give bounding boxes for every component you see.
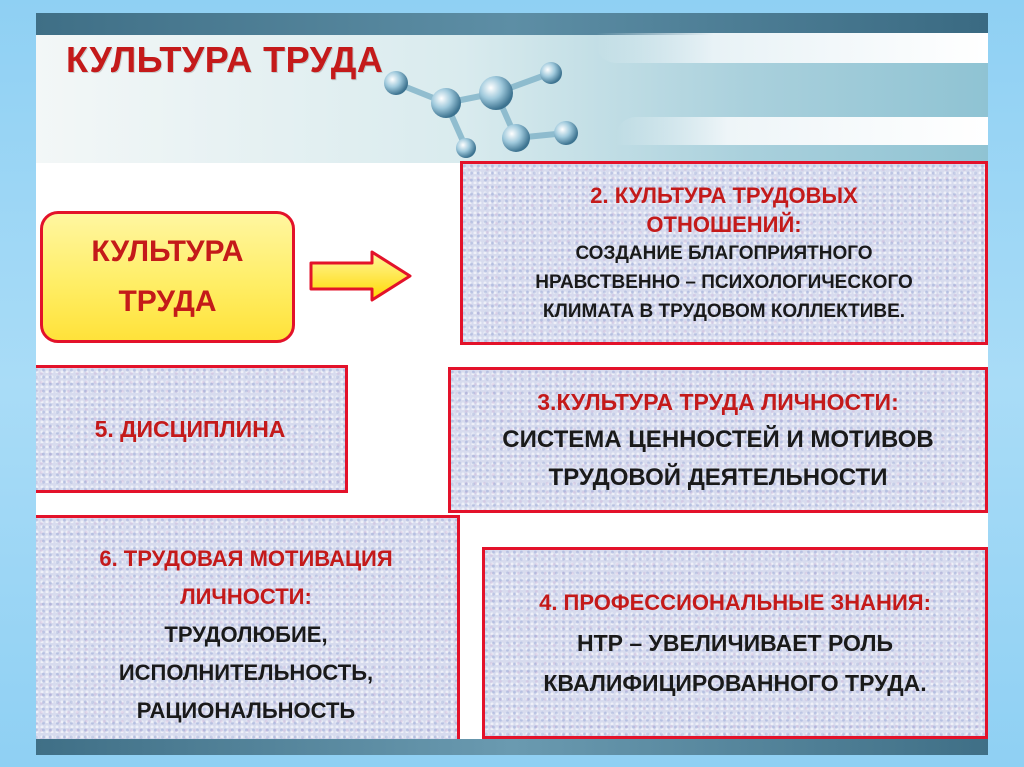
box-personal-labor-culture: 3.КУЛЬТУРА ТРУДА ЛИЧНОСТИ: СИСТЕМА ЦЕННО… — [448, 367, 988, 513]
box4-text-line2: КВАЛИФИЦИРОВАННОГО ТРУДА. — [543, 670, 927, 696]
arrow-right-icon — [309, 250, 412, 302]
box3-text-line2: ТРУДОВОЙ ДЕЯТЕЛЬНОСТИ — [548, 464, 888, 491]
banner-strip-top — [596, 33, 988, 63]
footer-bar — [36, 739, 988, 755]
box2-text-line3: КЛИМАТА В ТРУДОВОМ КОЛЛЕКТИВЕ. — [542, 300, 906, 322]
box2-text-line1: СОЗДАНИЕ БЛАГОПРИЯТНОГО — [575, 242, 873, 264]
box3-text-line1: СИСТЕМА ЦЕННОСТЕЙ И МОТИВОВ — [502, 426, 934, 453]
box4-text-line1: НТР – УВЕЛИЧИВАЕТ РОЛЬ — [576, 630, 894, 656]
banner-top-bar — [36, 13, 988, 35]
molecule-decoration — [384, 62, 578, 158]
box-discipline: 5. ДИСЦИПЛИНА — [36, 365, 348, 493]
box6-text-line1: ТРУДОЛЮБИЕ, — [164, 622, 328, 647]
box2-heading-line1: 2. КУЛЬТУРА ТРУДОВЫХ — [590, 182, 858, 208]
box-professional-knowledge: 4. ПРОФЕССИОНАЛЬНЫЕ ЗНАНИЯ: НТР – УВЕЛИЧ… — [482, 547, 988, 739]
main-box-line2: ТРУДА — [118, 285, 217, 318]
box2-heading-line2: ОТНОШЕНИЙ: — [646, 211, 802, 237]
box2-text-line2: НРАВСТВЕННО – ПСИХОЛОГИЧЕСКОГО — [535, 271, 913, 293]
box6-text-line2: ИСПОЛНИТЕЛЬНОСТЬ, — [118, 660, 374, 685]
box4-heading: 4. ПРОФЕССИОНАЛЬНЫЕ ЗНАНИЯ: — [539, 590, 931, 615]
box6-text-line3: РАЦИОНАЛЬНОСТЬ — [136, 698, 356, 723]
box5-heading: 5. ДИСЦИПЛИНА — [94, 415, 286, 442]
main-concept-box: КУЛЬТУРА ТРУДА — [40, 211, 295, 343]
box-labor-motivation: 6. ТРУДОВАЯ МОТИВАЦИЯ ЛИЧНОСТИ: ТРУДОЛЮБ… — [36, 515, 460, 755]
box-labor-relations-culture: 2. КУЛЬТУРА ТРУДОВЫХ ОТНОШЕНИЙ: СОЗДАНИЕ… — [460, 161, 988, 345]
banner-strip-bottom — [616, 117, 988, 145]
box6-heading-line2: ЛИЧНОСТИ: — [180, 584, 312, 609]
page-title: КУЛЬТУРА ТРУДА — [66, 39, 384, 80]
slide: КУЛЬТУРА ТРУДА КУЛЬТУРА ТРУДА 2. КУЛЬТУР… — [36, 13, 988, 755]
header-banner: КУЛЬТУРА ТРУДА — [36, 13, 988, 163]
main-box-line1: КУЛЬТУРА — [91, 235, 244, 268]
box3-heading: 3.КУЛЬТУРА ТРУДА ЛИЧНОСТИ: — [537, 389, 899, 415]
box6-heading-line1: 6. ТРУДОВАЯ МОТИВАЦИЯ — [99, 546, 393, 571]
